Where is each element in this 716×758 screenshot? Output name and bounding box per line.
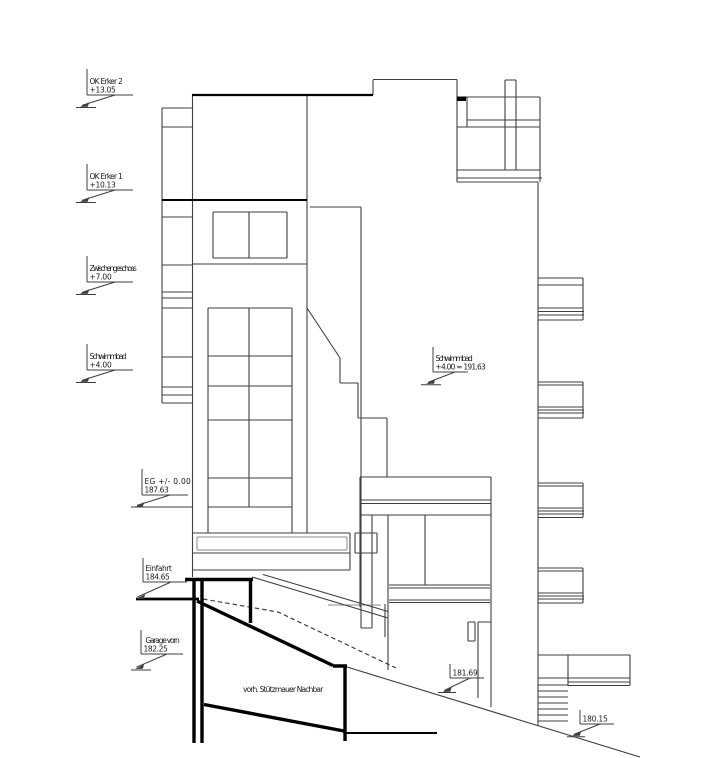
tower-core [193, 95, 308, 533]
marker-value: +7.00 [90, 273, 113, 282]
roof-terrace-railing [457, 79, 542, 183]
marker-label: EG +/- 0.00 [145, 477, 192, 486]
ground-slope-line [346, 666, 641, 758]
marker-value: 187.63 [145, 486, 170, 495]
marker-label: Schwimmbad [436, 354, 474, 363]
marker-label: OK Erker 2 [90, 77, 124, 86]
marker-label: Einfahrt [146, 564, 172, 573]
terrace-rail-tick [457, 96, 466, 101]
balconies [538, 277, 584, 604]
elevation-marker-180-15: 180.15 [567, 710, 614, 738]
elevation-marker-ok-erker-1: OK Erker 1 +10.13 [76, 164, 133, 203]
marker-value: +10.13 [90, 181, 117, 190]
marker-value: +13.05 [90, 86, 117, 95]
marker-label: Schwimmbad [90, 352, 128, 361]
upper-window [212, 211, 288, 259]
elevation-marker-schwimmbad-left: Schwimmbad +4.00 [76, 344, 133, 383]
roof-step [372, 78, 458, 182]
left-bay-strip [161, 107, 192, 404]
entrance-door [467, 621, 491, 698]
marker-value: +4.00 [90, 361, 113, 370]
outdoor-stairs [537, 654, 631, 726]
ground-floor-slab [193, 532, 378, 571]
lower-parapet-band [389, 584, 490, 604]
elevation-marker-zwischengeschoss: Zwischengeschoss +7.00 [76, 256, 137, 295]
retaining-wall-section [185, 577, 347, 743]
terrace-slab [359, 476, 491, 516]
elevation-marker-ok-erker-2: OK Erker 2 +13.05 [76, 69, 133, 108]
elevation-marker-eg: EG +/- 0.00 187.63 [135, 469, 191, 507]
rear-wing [306, 206, 388, 629]
elevation-marker-garage-vorn: Garage vorn 182.25 [131, 630, 183, 671]
retaining-wall-label: vorh. Stützmauer Nachbar [243, 685, 324, 694]
marker-value: 181.69 [453, 669, 479, 678]
driveway-ramp [251, 573, 389, 619]
marker-value: 184.65 [146, 573, 171, 582]
staircase-window [207, 307, 293, 533]
marker-label: Garage vorn [146, 636, 181, 645]
marker-value: 182.25 [144, 645, 169, 654]
marker-value: +4.00 = 191.63 [436, 363, 487, 372]
elevation-marker-einfahrt: Einfahrt 184.65 [136, 558, 187, 599]
marker-label: Zwischengeschoss [90, 264, 137, 273]
marker-label: OK Erker 1 [90, 172, 124, 181]
elevation-marker-181-69: 181.69 [438, 664, 484, 693]
slab-inner-lines [196, 536, 381, 606]
lower-walls [359, 477, 492, 707]
marker-value: 180.15 [583, 715, 609, 724]
hidden-ramp-dashed-line [202, 598, 397, 669]
elevation-marker-schwimmbad-right: Schwimmbad +4.00 = 191.63 [421, 347, 487, 386]
